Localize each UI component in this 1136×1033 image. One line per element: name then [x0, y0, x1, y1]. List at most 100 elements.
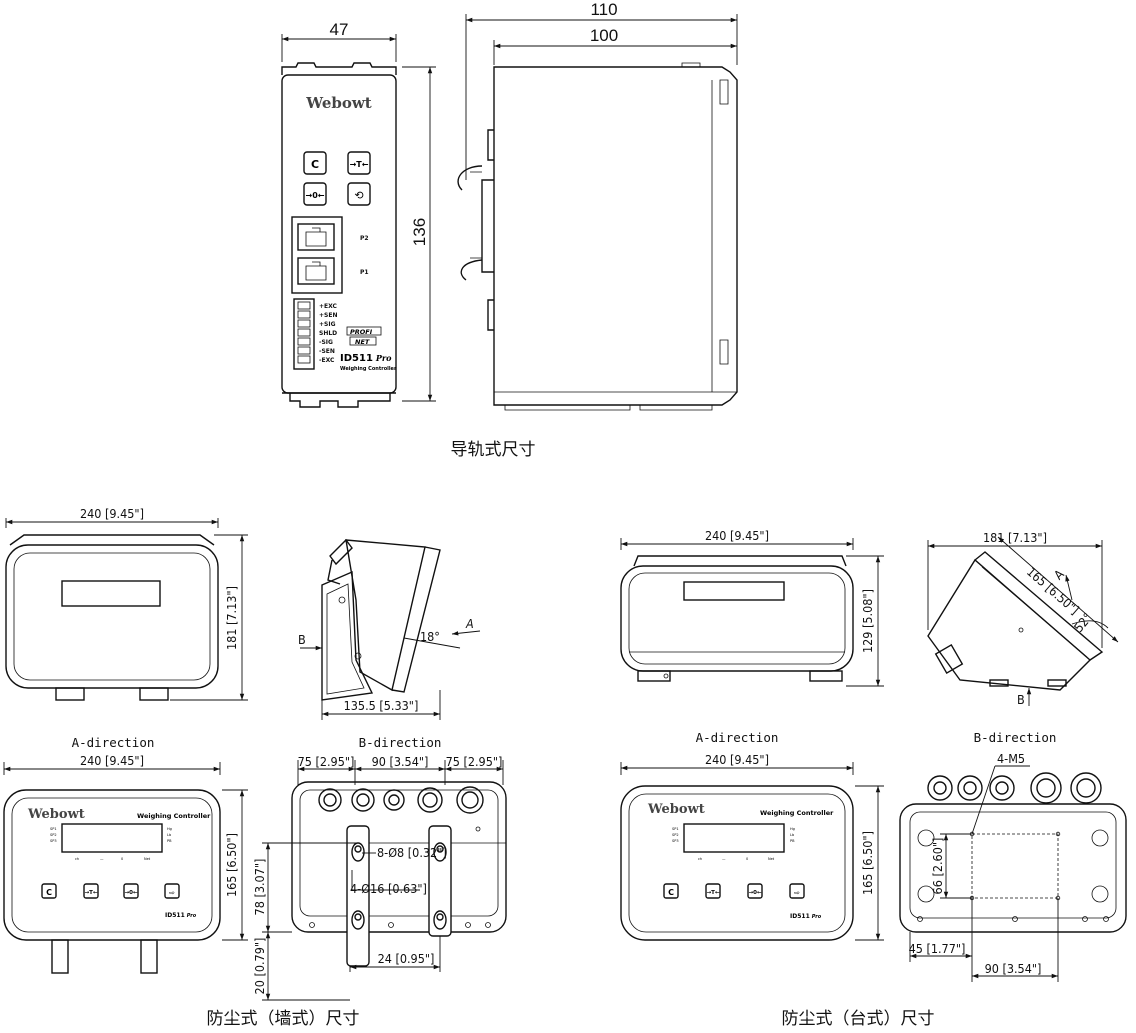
wall-b-bottom-view	[291, 781, 507, 967]
rail-key-clear[interactable]	[303, 151, 327, 175]
wall-a-brand: Webowt	[27, 807, 85, 822]
rail-depth-inner: 100	[590, 26, 618, 45]
terminal-label: -EXC	[319, 357, 335, 364]
wall-b-left-value: 75 [2.95"]	[298, 754, 355, 769]
desk-a-key-clear[interactable]	[663, 883, 679, 899]
wall-front-height-dimension: 181 [7.13"]	[170, 534, 248, 701]
desk-side-width-value: 181 [7.13"]	[983, 530, 1047, 545]
wall-b-hole-small: 8-Ø8 [0.32"]	[377, 845, 447, 860]
svg-text:→T←: →T←	[707, 890, 720, 896]
terminal-label: +EXC	[319, 303, 338, 310]
wall-a-display	[61, 823, 163, 853]
rail-key-zero[interactable]	[303, 182, 327, 206]
rail-key-tare[interactable]	[347, 151, 371, 175]
terminal-label: SHLD	[319, 330, 337, 337]
wall-a-title: Weighing Controller	[137, 812, 211, 820]
wall-front-width-dimension: 240 [9.45"]	[5, 506, 219, 528]
wall-side-view	[321, 538, 441, 701]
wall-a-height-value: 165 [6.50"]	[224, 833, 239, 897]
desk-a-key-enter[interactable]	[789, 883, 805, 899]
desk-a-key-tare[interactable]	[705, 883, 721, 899]
wall-side-depth-value: 135.5 [5.33"]	[344, 698, 419, 713]
wall-a-panel: Webowt Weighing Controller SP1 SP2 SP3 H…	[3, 789, 221, 974]
desk-side-dims: 181 [7.13"] 165 [6.50"] A 52° B	[927, 530, 1119, 707]
rail-depth-dimension: 110 100	[465, 0, 738, 180]
desk-caption: 防尘式（台式）尺寸	[782, 1009, 935, 1029]
desk-a-height-value: 165 [6.50"]	[860, 831, 875, 895]
status-mark: ch	[698, 857, 702, 861]
svg-text:PROFI: PROFI	[350, 328, 373, 336]
indicator-label: Lb	[790, 833, 795, 837]
rail-terminal-block	[293, 298, 315, 370]
wall-b-height-value: 78 [3.07"]	[252, 859, 267, 916]
indicator-label: SP3	[50, 839, 57, 843]
status-mark: —	[722, 857, 726, 861]
wall-a-height-dimension: 165 [6.50"]	[222, 789, 248, 941]
wall-front-display	[61, 580, 161, 607]
desk-a-key-zero[interactable]	[747, 883, 763, 899]
svg-text:→0←: →0←	[306, 191, 325, 200]
rail-port-p1-label: P1	[360, 269, 369, 276]
wall-b-direction-label: B-direction	[359, 735, 442, 750]
indicator-label: SP2	[672, 833, 679, 837]
wall-a-key-enter[interactable]	[164, 883, 180, 899]
desk-a-display	[683, 823, 785, 853]
rail-depth-outer: 110	[590, 0, 617, 19]
indicator-label: SP1	[672, 827, 679, 831]
svg-text:⟲: ⟲	[354, 189, 363, 202]
rail-height-dimension: 136	[402, 66, 436, 402]
wall-front-height-value: 181 [7.13"]	[224, 586, 239, 650]
desk-a-height-dimension: 165 [6.50"]	[855, 785, 884, 941]
profinet-logo: PROFI NET	[346, 326, 382, 346]
rail-key-switch[interactable]	[347, 182, 371, 206]
svg-text:NET: NET	[355, 338, 370, 346]
wall-a-key-zero[interactable]	[123, 883, 139, 899]
rail-height-value: 136	[410, 218, 429, 246]
wall-side-angle: 18°	[420, 629, 440, 644]
wall-b-mid-value: 90 [3.54"]	[372, 754, 429, 769]
wall-label-a: A	[465, 616, 474, 631]
indicator-label: Hg	[790, 827, 795, 831]
svg-text:→T←: →T←	[350, 160, 369, 169]
wall-a-key-tare[interactable]	[83, 883, 99, 899]
desk-b-dims: 4-M5 66 [2.60"] 45 [1.77"] 90 [3.54"]	[909, 751, 1059, 982]
status-mark: 0	[746, 857, 748, 861]
rail-terminal-labels: +EXC +SEN +SIG SHLD -SIG -SEN -EXC	[319, 303, 338, 364]
wall-b-top-dims: 75 [2.95"] 90 [3.54"] 75 [2.95"]	[297, 754, 504, 785]
wall-caption: 防尘式（墙式）尺寸	[207, 1009, 360, 1029]
desk-front-width-value: 240 [9.45"]	[705, 528, 769, 543]
rail-subtitle: Weighing Controller	[340, 366, 397, 372]
svg-text:→0←: →0←	[124, 890, 137, 896]
desk-a-direction-label: A-direction	[696, 730, 779, 745]
terminal-label: +SIG	[319, 321, 336, 328]
wall-a-key-clear[interactable]	[41, 883, 57, 899]
indicator-label: SP1	[50, 827, 57, 831]
svg-text:→0←: →0←	[748, 890, 761, 896]
desk-a-title: Weighing Controller	[760, 809, 834, 817]
rail-side-view	[457, 62, 738, 411]
wall-front-width-value: 240 [9.45"]	[80, 506, 144, 521]
desk-front-height-dimension: 129 [5.08"]	[846, 555, 884, 687]
status-mark: Net	[768, 857, 775, 861]
status-mark: Net	[144, 857, 151, 861]
indicator-label: Lb	[167, 833, 172, 837]
desk-a-brand: Webowt	[647, 802, 705, 817]
rail-port-p2-label: P2	[360, 235, 369, 242]
desk-a-panel: Webowt Weighing Controller SP1 SP2 SP3 H…	[620, 785, 854, 941]
desk-front-view	[620, 555, 854, 682]
svg-text:⇨: ⇨	[794, 889, 800, 897]
wall-a-width-value: 240 [9.45"]	[80, 753, 144, 768]
status-mark: —	[100, 857, 104, 861]
wall-b-right-value: 75 [2.95"]	[446, 754, 503, 769]
indicator-label: PB	[790, 839, 795, 843]
rail-port-p1-icon	[297, 257, 335, 285]
terminal-label: +SEN	[319, 312, 337, 319]
wall-b-foot-value: 20 [0.79"]	[252, 938, 267, 995]
svg-text:⇨: ⇨	[169, 889, 175, 897]
svg-text:C: C	[311, 158, 319, 171]
status-mark: 0	[121, 857, 123, 861]
